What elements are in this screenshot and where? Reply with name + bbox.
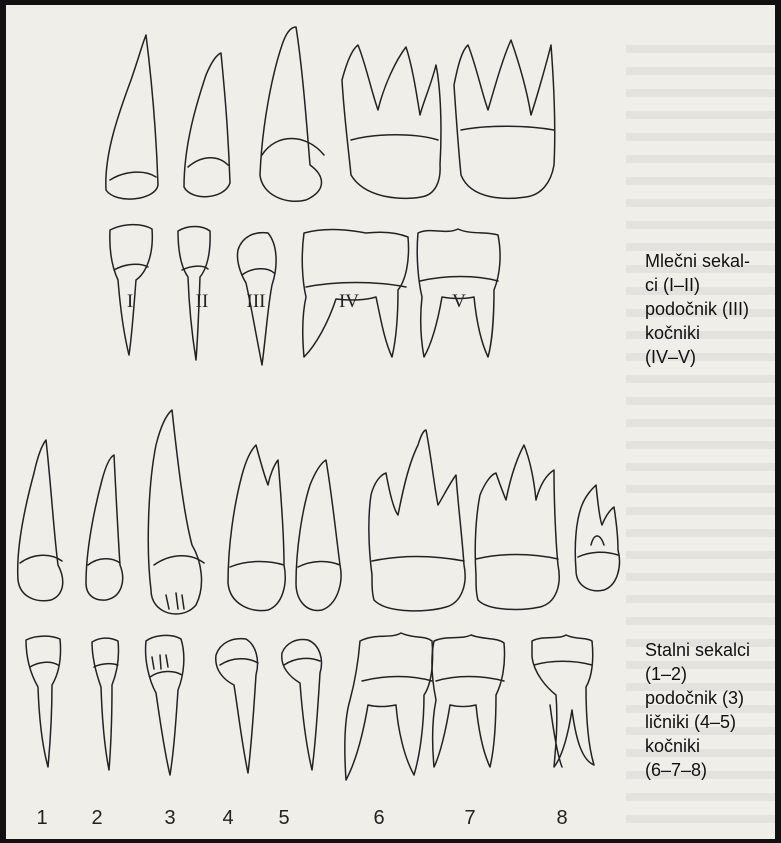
caption-line: ci (I–II): [645, 273, 750, 297]
permanent-tooth-8-lower: [532, 635, 594, 767]
primary-incisor-II-upper: [184, 53, 230, 197]
permanent-tooth-3-upper: [148, 410, 204, 614]
caption-line: kočniki: [645, 321, 750, 345]
permanent-label-3: 3: [164, 807, 175, 830]
primary-molar-V-upper: [454, 40, 555, 198]
permanent-tooth-7-lower: [432, 635, 505, 767]
permanent-tooth-1-upper: [18, 440, 63, 601]
permanent-label-1: 1: [36, 807, 47, 830]
permanent-upper-row: [18, 410, 620, 614]
primary-label-IV: IV: [339, 291, 359, 313]
permanent-tooth-4-lower: [216, 639, 258, 773]
figure-page: I II III IV V 1 2 3 4 5 6 7 8 Mlečni sek…: [6, 5, 775, 839]
permanent-label-8: 8: [556, 807, 567, 830]
caption-line: (6–7–8): [645, 758, 750, 782]
caption-line: (IV–V): [645, 345, 750, 369]
primary-incisor-I-lower: [110, 225, 152, 355]
caption-line: (1–2): [645, 662, 750, 686]
permanent-tooth-1-lower: [26, 636, 61, 767]
permanent-label-6: 6: [373, 807, 384, 830]
permanent-tooth-5-lower: [282, 640, 322, 770]
permanent-tooth-6-upper: [369, 430, 465, 611]
primary-label-I: I: [127, 291, 133, 313]
permanent-tooth-6-lower: [345, 633, 433, 780]
permanent-tooth-7-upper: [475, 445, 559, 609]
caption-line: podočnik (III): [645, 297, 750, 321]
permanent-tooth-3-lower: [146, 635, 184, 775]
primary-label-V: V: [452, 291, 466, 313]
permanent-label-2: 2: [91, 807, 102, 830]
caption-line: Stalni sekalci: [645, 638, 750, 662]
permanent-tooth-5-upper: [296, 460, 341, 610]
permanent-tooth-2-upper: [86, 455, 123, 600]
permanent-tooth-4-upper: [228, 445, 285, 611]
permanent-teeth-caption: Stalni sekalci (1–2) podočnik (3) ličnik…: [645, 638, 750, 782]
caption-line: kočniki: [645, 734, 750, 758]
permanent-label-4: 4: [222, 807, 233, 830]
permanent-tooth-8-upper: [575, 485, 619, 591]
caption-line: podočnik (3): [645, 686, 750, 710]
primary-upper-row: [106, 27, 555, 201]
caption-line: ličniki (4–5): [645, 710, 750, 734]
permanent-lower-row: [26, 633, 594, 780]
primary-molar-IV-upper: [342, 45, 441, 198]
caption-line: Mlečni sekal-: [645, 249, 750, 273]
primary-canine-III-upper: [260, 27, 324, 201]
permanent-label-5: 5: [278, 807, 289, 830]
primary-lower-row: [110, 225, 500, 365]
primary-label-III: III: [247, 291, 266, 313]
permanent-label-7: 7: [464, 807, 475, 830]
primary-teeth-caption: Mlečni sekal- ci (I–II) podočnik (III) k…: [645, 249, 750, 369]
permanent-tooth-2-lower: [92, 638, 119, 770]
primary-incisor-I-upper: [106, 35, 158, 199]
primary-label-II: II: [196, 291, 209, 313]
